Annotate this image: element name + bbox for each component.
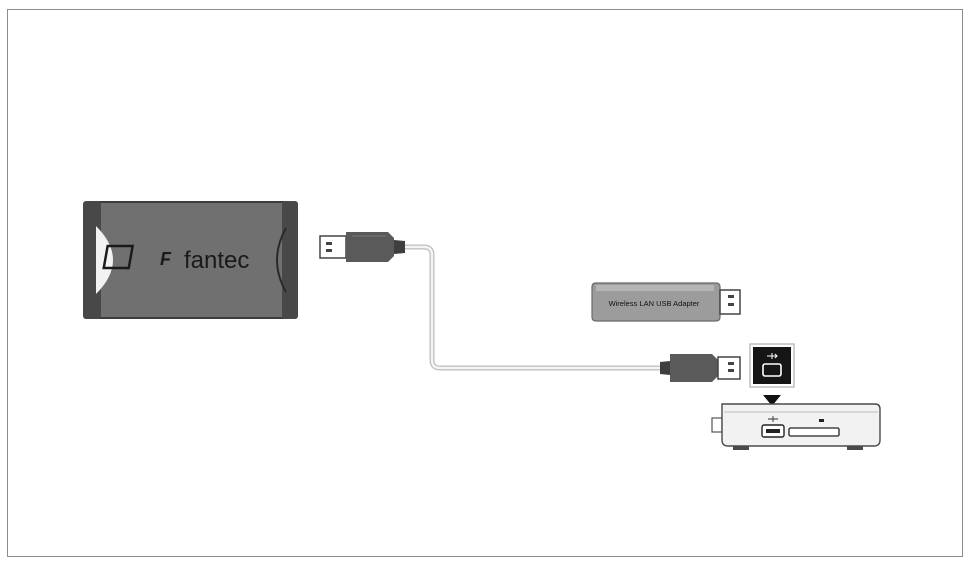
usb-plug-top — [319, 232, 405, 262]
usb-port-callout — [749, 343, 795, 406]
usb-plug-top-strain-relief — [394, 240, 405, 254]
media-player-usb-symbol-icon — [768, 416, 778, 422]
usb-plug-bottom-housing — [670, 354, 718, 382]
hdd-enclosure-panel — [96, 203, 286, 317]
arrow-down-icon — [763, 395, 781, 406]
fantec-logo-icon — [102, 244, 135, 270]
usb-plug-bottom — [660, 354, 741, 382]
media-player — [711, 403, 881, 450]
wifi-adapter-label: Wireless LAN USB Adapter — [609, 299, 700, 308]
hdd-right-bumper — [282, 201, 298, 319]
usb-plug-top-housing — [346, 232, 394, 262]
fantec-logo-mark: F — [160, 249, 172, 269]
media-player-body — [721, 403, 881, 447]
usb-cable — [319, 232, 741, 382]
wifi-adapter: Wireless LAN USB Adapter — [591, 282, 741, 322]
cable-highlight — [405, 245, 660, 370]
usb-plug-bottom-strain-relief — [660, 361, 670, 375]
media-player-card-slot — [788, 427, 840, 437]
media-player-side-jack — [711, 417, 723, 433]
media-player-foot-left — [733, 446, 749, 450]
wifi-adapter-body — [591, 282, 721, 322]
usb-plug-top-metal — [319, 235, 347, 259]
usb-port-icon — [762, 363, 782, 377]
hdd-enclosure: F fantec — [83, 201, 298, 319]
usb-plug-bottom-metal — [717, 356, 741, 380]
fantec-brand-text: fantec — [184, 247, 249, 274]
media-player-foot-right — [847, 446, 863, 450]
wifi-adapter-usb-connector — [719, 289, 741, 315]
usb-symbol-icon — [767, 353, 778, 359]
media-player-indicator — [819, 419, 824, 422]
hdd-right-groove — [276, 227, 287, 293]
